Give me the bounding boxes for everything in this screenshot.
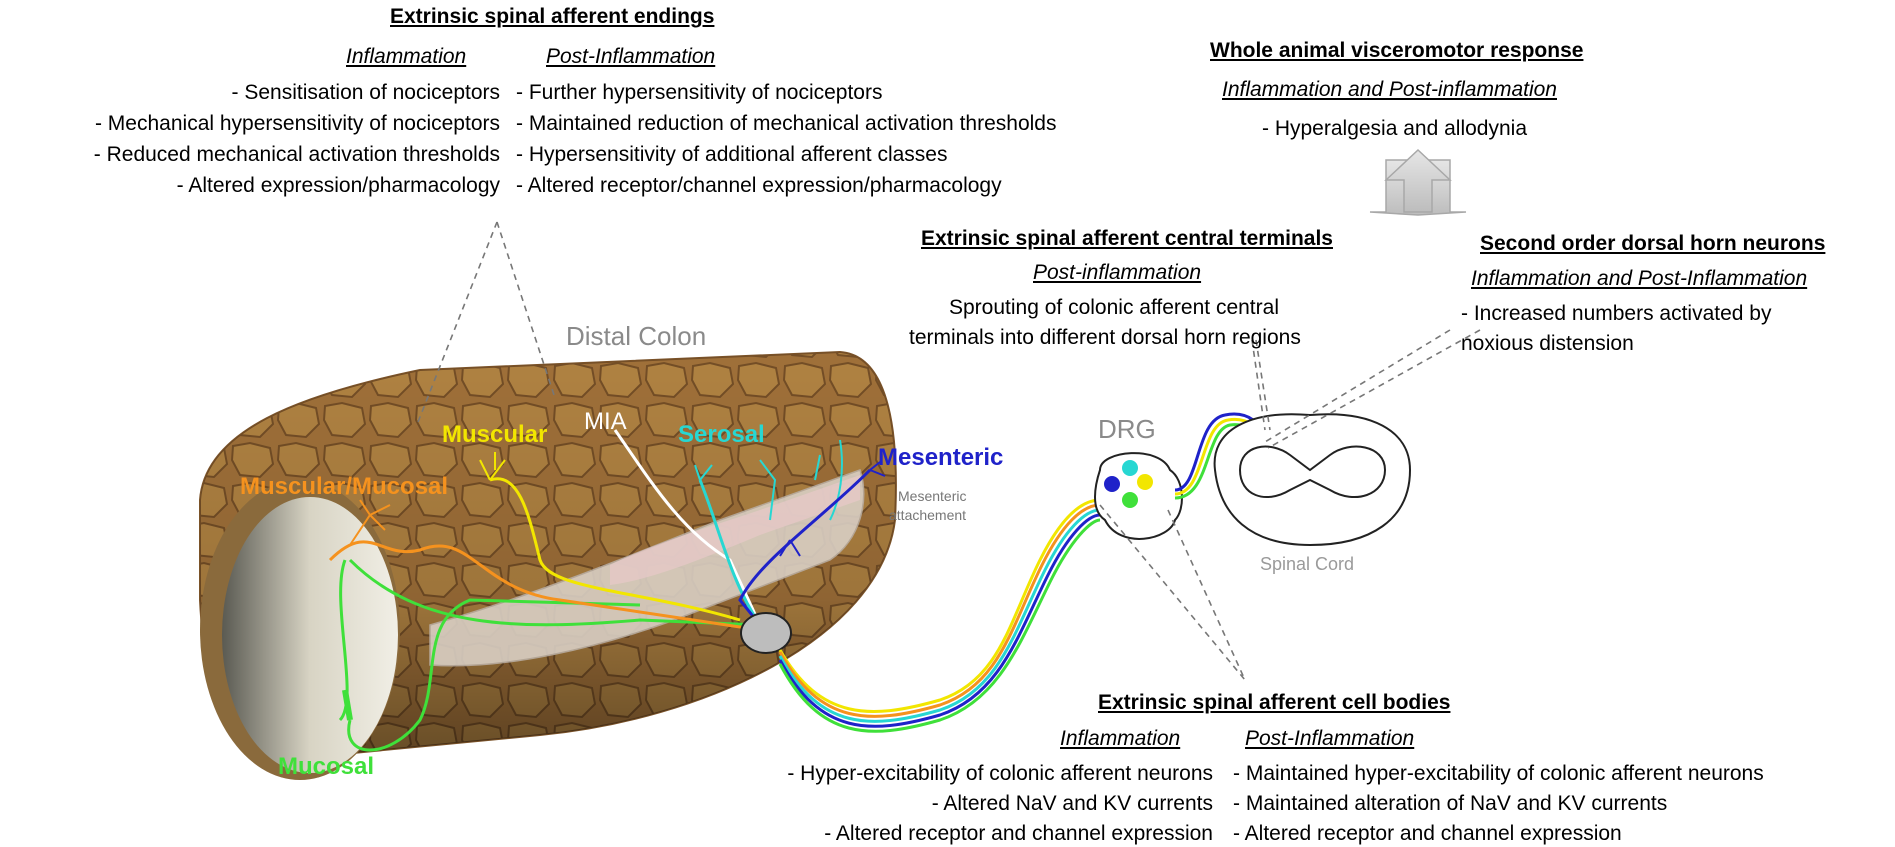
spinal-cord — [1215, 414, 1410, 545]
central-terminals-line: Sprouting of colonic afferent central — [949, 295, 1279, 321]
cell-bodies-post-item: - Maintained hyper-excitability of colon… — [1233, 761, 1764, 787]
endings-inflammation-item: - Reduced mechanical activation threshol… — [94, 142, 500, 168]
endings-inflammation-item: - Sensitisation of nociceptors — [232, 80, 500, 106]
dorsal-horn-line: noxious distension — [1461, 331, 1634, 357]
dorsal-horn-line: - Increased numbers activated by — [1461, 301, 1772, 327]
cell-bodies-inflammation-heading: Inflammation — [1060, 726, 1180, 752]
muscular-mucosal-label: Muscular/Mucosal — [240, 473, 448, 500]
spinal-cord-label: Spinal Cord — [1260, 554, 1354, 574]
endings-title: Extrinsic spinal afferent endings — [390, 4, 714, 30]
mesenteric-attachment-label-2: attachement — [889, 507, 966, 523]
endings-post-item: - Further hypersensitivity of nociceptor… — [516, 80, 882, 106]
dorsal-horn-subtitle: Inflammation and Post-Inflammation — [1471, 266, 1807, 292]
drg-ganglion — [1095, 453, 1182, 539]
cell-bodies-inflammation-item: - Hyper-excitability of colonic afferent… — [787, 761, 1213, 787]
central-terminals-title: Extrinsic spinal afferent central termin… — [921, 226, 1333, 252]
endings-inflammation-item: - Altered expression/pharmacology — [177, 173, 500, 199]
visceromotor-title: Whole animal visceromotor response — [1210, 38, 1583, 64]
mucosal-label: Mucosal — [278, 753, 374, 780]
cell-bodies-inflammation-item: - Altered receptor and channel expressio… — [824, 821, 1213, 847]
central-terminals-line: terminals into different dorsal horn reg… — [909, 325, 1301, 351]
mesenteric-label: Mesenteric — [878, 444, 1003, 471]
central-terminals-subtitle: Post-inflammation — [1033, 260, 1201, 286]
colon-tube — [200, 352, 896, 780]
muscular-label: Muscular — [442, 421, 547, 448]
drg-label: DRG — [1098, 414, 1156, 444]
visceromotor-item: - Hyperalgesia and allodynia — [1262, 116, 1527, 142]
endings-inflammation-item: - Mechanical hypersensitivity of nocicep… — [95, 111, 500, 137]
cell-bodies-inflammation-item: - Altered NaV and KV currents — [932, 791, 1213, 817]
mesenteric-attachment-label-1: Mesenteric — [898, 488, 966, 504]
endings-inflammation-heading: Inflammation — [346, 44, 466, 70]
endings-post-item: - Altered receptor/channel expression/ph… — [516, 173, 1002, 199]
mia-label: MIA — [584, 408, 627, 435]
distal-colon-label: Distal Colon — [566, 321, 706, 351]
cell-bodies-title: Extrinsic spinal afferent cell bodies — [1098, 690, 1450, 716]
cell-bodies-post-item: - Maintained alteration of NaV and KV cu… — [1233, 791, 1667, 817]
endings-post-item: - Maintained reduction of mechanical act… — [516, 111, 1056, 137]
dorsal-horn-title: Second order dorsal horn neurons — [1480, 231, 1825, 257]
cell-bodies-post-item: - Altered receptor and channel expressio… — [1233, 821, 1622, 847]
cell-bodies-post-heading: Post-Inflammation — [1245, 726, 1414, 752]
serosal-label: Serosal — [678, 421, 765, 448]
visceromotor-subtitle: Inflammation and Post-inflammation — [1222, 77, 1557, 103]
endings-post-heading: Post-Inflammation — [546, 44, 715, 70]
endings-post-item: - Hypersensitivity of additional afferen… — [516, 142, 947, 168]
mia-marker — [741, 613, 791, 653]
